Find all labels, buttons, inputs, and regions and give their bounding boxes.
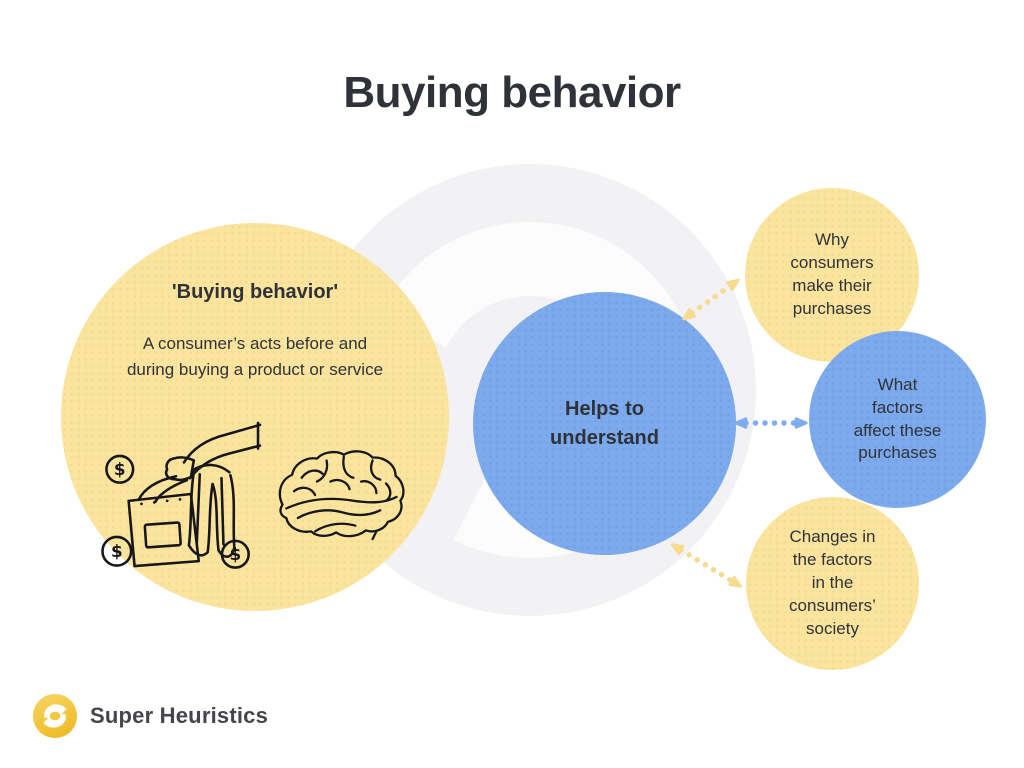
definition-circle: 'Buying behavior' A consumer’s acts befo… bbox=[61, 223, 449, 611]
arrow-hub-changes bbox=[670, 543, 743, 588]
definition-heading: 'Buying behavior' bbox=[171, 281, 339, 303]
brand-logo: Super Heuristics bbox=[32, 693, 268, 739]
svg-text:$: $ bbox=[114, 459, 126, 479]
super-heuristics-logo-icon bbox=[32, 693, 78, 739]
page-title: Buying behavior bbox=[343, 68, 681, 117]
shopping-bags-icon: $ $ $ bbox=[101, 421, 262, 569]
svg-text:$: $ bbox=[229, 544, 241, 564]
brand-name: Super Heuristics bbox=[90, 703, 269, 728]
brain-icon bbox=[278, 450, 405, 541]
svg-text:$: $ bbox=[111, 541, 123, 561]
